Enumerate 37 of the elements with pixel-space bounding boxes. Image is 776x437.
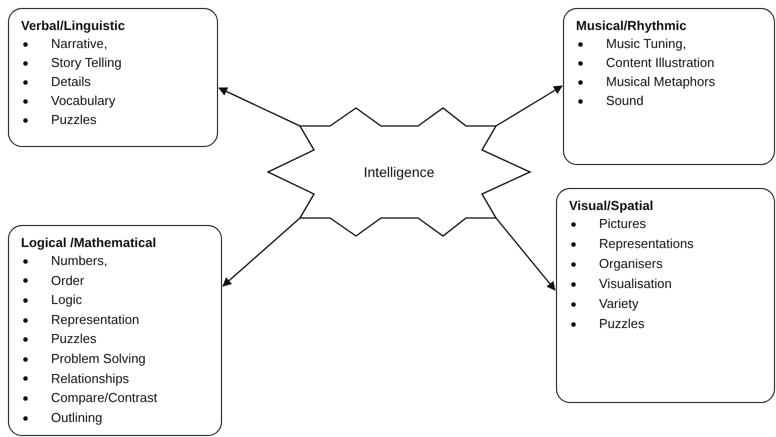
box-heading: Logical /Mathematical bbox=[21, 234, 158, 251]
node-label: Intelligence bbox=[364, 164, 434, 180]
arrow bbox=[496, 218, 556, 291]
list-item: Logic bbox=[21, 290, 215, 310]
list-item: Details bbox=[21, 72, 211, 91]
list-item: Numbers, bbox=[21, 251, 215, 271]
category-box bbox=[563, 8, 775, 165]
arrow bbox=[496, 85, 563, 127]
list-item: Variety bbox=[569, 294, 768, 314]
list-item: Puzzles bbox=[21, 329, 215, 349]
list-item: Puzzles bbox=[569, 314, 768, 334]
list-item: Compare/Contrast bbox=[21, 388, 215, 408]
list-item: Musical Metaphors bbox=[576, 72, 768, 91]
box-heading: Verbal/Linguistic bbox=[21, 17, 126, 34]
box-heading: Visual/Spatial bbox=[569, 197, 654, 214]
arrow bbox=[222, 218, 300, 287]
list-item: Vocabulary bbox=[21, 91, 211, 110]
list-item: Content Illustration bbox=[576, 53, 768, 72]
list-item: Story Telling bbox=[21, 53, 211, 72]
list-item: Outlining bbox=[21, 408, 215, 428]
category-box bbox=[8, 225, 222, 436]
list-item: Pictures bbox=[569, 214, 768, 234]
list-item: Sound bbox=[576, 91, 768, 110]
list-item: Visualisation bbox=[569, 274, 768, 294]
list-item: Representations bbox=[569, 234, 768, 254]
box-heading: Musical/Rhythmic bbox=[576, 17, 688, 34]
list-item: Problem Solving bbox=[21, 348, 215, 369]
category-box bbox=[8, 8, 218, 147]
list-item: Puzzles bbox=[21, 110, 211, 129]
list-item: Representation bbox=[21, 310, 215, 330]
category-box bbox=[556, 188, 775, 403]
list-item: Relationships bbox=[21, 368, 215, 388]
list-item: Music Tuning, bbox=[576, 34, 768, 53]
list-item: Order bbox=[21, 270, 215, 290]
list-item: Organisers bbox=[569, 254, 768, 274]
arrow bbox=[218, 87, 300, 127]
list-item: Narrative, bbox=[21, 34, 211, 53]
